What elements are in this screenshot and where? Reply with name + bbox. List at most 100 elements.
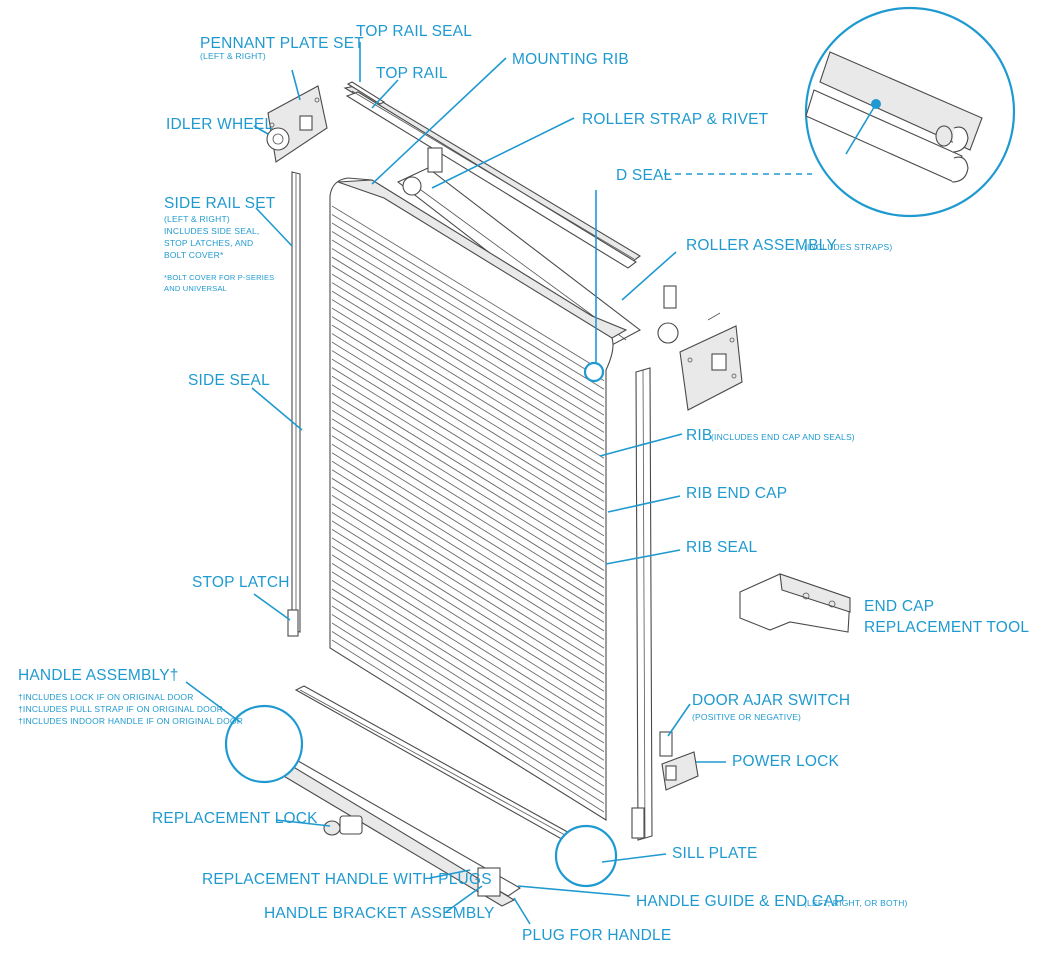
label-replacement-lock: REPLACEMENT LOCK: [152, 810, 318, 827]
curtain-slat: [331, 580, 605, 752]
label-bolt-cover-note-1: *BOLT COVER FOR P-SERIES: [164, 273, 274, 282]
door-curtain-part: [329, 177, 628, 821]
handle-guide-leader: [517, 885, 631, 897]
label-side-rail-set-sub-1: (LEFT & RIGHT): [164, 214, 230, 224]
label-bolt-cover-note-2: AND UNIVERSAL: [164, 284, 227, 293]
pennant-plate-left-part: [266, 85, 328, 163]
curtain-slat: [331, 614, 605, 787]
label-power-lock: POWER LOCK: [732, 753, 840, 770]
label-side-rail-set: SIDE RAIL SET: [164, 195, 276, 212]
replacement-handle-leader: [429, 869, 471, 879]
top-rail-leader: [371, 79, 399, 109]
label-roller-assembly: ROLLER ASSEMBLY: [686, 237, 837, 254]
curtain-slat: [331, 588, 605, 761]
curtain-slat: [331, 401, 605, 571]
label-door-ajar-switch: DOOR AJAR SWITCH: [692, 692, 850, 709]
label-sill-plate: SILL PLATE: [672, 845, 758, 862]
label-rib: RIB: [686, 427, 712, 444]
label-rib-sub: (INCLUDES END CAP AND SEALS): [711, 432, 855, 442]
curtain-slat: [331, 469, 605, 640]
label-replacement-handle: REPLACEMENT HANDLE WITH PLUGS: [202, 871, 492, 888]
curtain-slat: [331, 392, 605, 563]
side-seal-leader: [251, 387, 303, 431]
handle-assembly-leader: [185, 681, 241, 723]
label-end-cap-tool-1: END CAP: [864, 598, 934, 615]
label-roller-strap-rivet: ROLLER STRAP & RIVET: [582, 111, 769, 128]
power-lock-part: [659, 731, 699, 791]
label-handle-assembly-sub-2: †INCLUDES PULL STRAP IF ON ORIGINAL DOOR: [18, 704, 223, 714]
curtain-slat: [331, 460, 605, 632]
handle-assembly-detail-callout: [224, 704, 304, 784]
curtain-slat: [331, 375, 605, 545]
label-handle-bracket-assembly: HANDLE BRACKET ASSEMBLY: [264, 905, 495, 922]
label-top-rail: TOP RAIL: [376, 65, 448, 82]
curtain-slat: [331, 418, 605, 589]
curtain-slat: [331, 256, 605, 425]
curtain-slat: [331, 546, 605, 718]
curtain-slat: [331, 367, 605, 537]
curtain-slat: [331, 571, 605, 744]
handle-bracket-leader: [445, 885, 483, 913]
label-pennant-plate-set-sub: (LEFT & RIGHT): [200, 51, 266, 61]
label-top-rail-seal: TOP RAIL SEAL: [356, 23, 472, 40]
label-handle-assembly-sub-3: †INCLUDES INDOOR HANDLE IF ON ORIGINAL D…: [18, 716, 243, 726]
replacement-lock-part: [323, 815, 363, 836]
curtain-slat: [331, 631, 605, 804]
end-cap-replacement-tool-part: [739, 573, 851, 633]
label-roller-assembly-sub: (INCLUDES STRAPS): [804, 242, 892, 252]
curtain-slat: [331, 435, 605, 606]
curtain-slat: [331, 316, 605, 485]
label-side-rail-set-sub-3: STOP LATCHES, AND: [164, 238, 253, 248]
label-pennant-plate-set: PENNANT PLATE SET: [200, 35, 364, 52]
label-handle-assembly-sub-1: †INCLUDES LOCK IF ON ORIGINAL DOOR: [18, 692, 194, 702]
mounting-rib-leader: [371, 57, 507, 185]
curtain-slat: [331, 248, 605, 416]
curtain-slat: [331, 290, 605, 459]
curtain-slat: [331, 214, 605, 382]
label-stop-latch: STOP LATCH: [192, 574, 290, 591]
rib-seal-leader: [605, 549, 681, 565]
label-handle-guide-end-cap: HANDLE GUIDE & END CAP: [636, 893, 845, 910]
label-side-rail-set-sub-4: BOLT COVER*: [164, 250, 224, 260]
label-mounting-rib: MOUNTING RIB: [512, 51, 629, 68]
curtain-slat: [331, 307, 605, 476]
side-rail-right-part: [631, 367, 653, 841]
door-ajar-switch-leader: [667, 703, 691, 737]
side-rail-set-leader: [255, 207, 293, 247]
side-rail-left-part: [287, 171, 301, 637]
curtain-slat: [331, 409, 605, 580]
curtain-slat: [331, 333, 605, 502]
d-seal-detail-dot: [871, 99, 881, 109]
curtain-slat: [331, 205, 605, 373]
sill-plate-leader: [601, 853, 667, 863]
top-rail-seal-part: [346, 81, 386, 105]
plug-for-handle-leader: [513, 897, 531, 925]
curtain-slat: [331, 554, 605, 727]
roller-strap-leader: [431, 117, 575, 189]
curtain-slat: [331, 511, 605, 683]
curtain-slat: [331, 273, 605, 442]
label-side-seal: SIDE SEAL: [188, 372, 270, 389]
curtain-slat: [331, 222, 605, 390]
d-seal-small-callout: [583, 361, 605, 383]
curtain-slat: [331, 563, 605, 735]
curtain-slat: [331, 605, 605, 778]
curtain-slat: [331, 486, 605, 658]
rib-end-cap-leader: [607, 495, 681, 513]
roller-assembly-part: [396, 147, 679, 347]
curtain-slat: [331, 494, 605, 666]
d-seal-detail-pointer: [845, 103, 877, 155]
curtain-slat: [331, 443, 605, 614]
curtain-slat: [331, 341, 605, 511]
stop-latch-leader: [253, 593, 291, 621]
curtain-slat: [331, 265, 605, 433]
label-handle-assembly: HANDLE ASSEMBLY†: [18, 667, 179, 684]
curtain-slat: [331, 520, 605, 692]
curtain-slat: [331, 282, 605, 451]
label-door-ajar-switch-sub: (POSITIVE OR NEGATIVE): [692, 712, 801, 722]
curtain-slats: [331, 205, 605, 813]
label-handle-guide-end-cap-sub: (LEFT, RIGHT, OR BOTH): [804, 898, 908, 908]
curtain-slat: [331, 597, 605, 770]
curtain-slat: [331, 477, 605, 649]
